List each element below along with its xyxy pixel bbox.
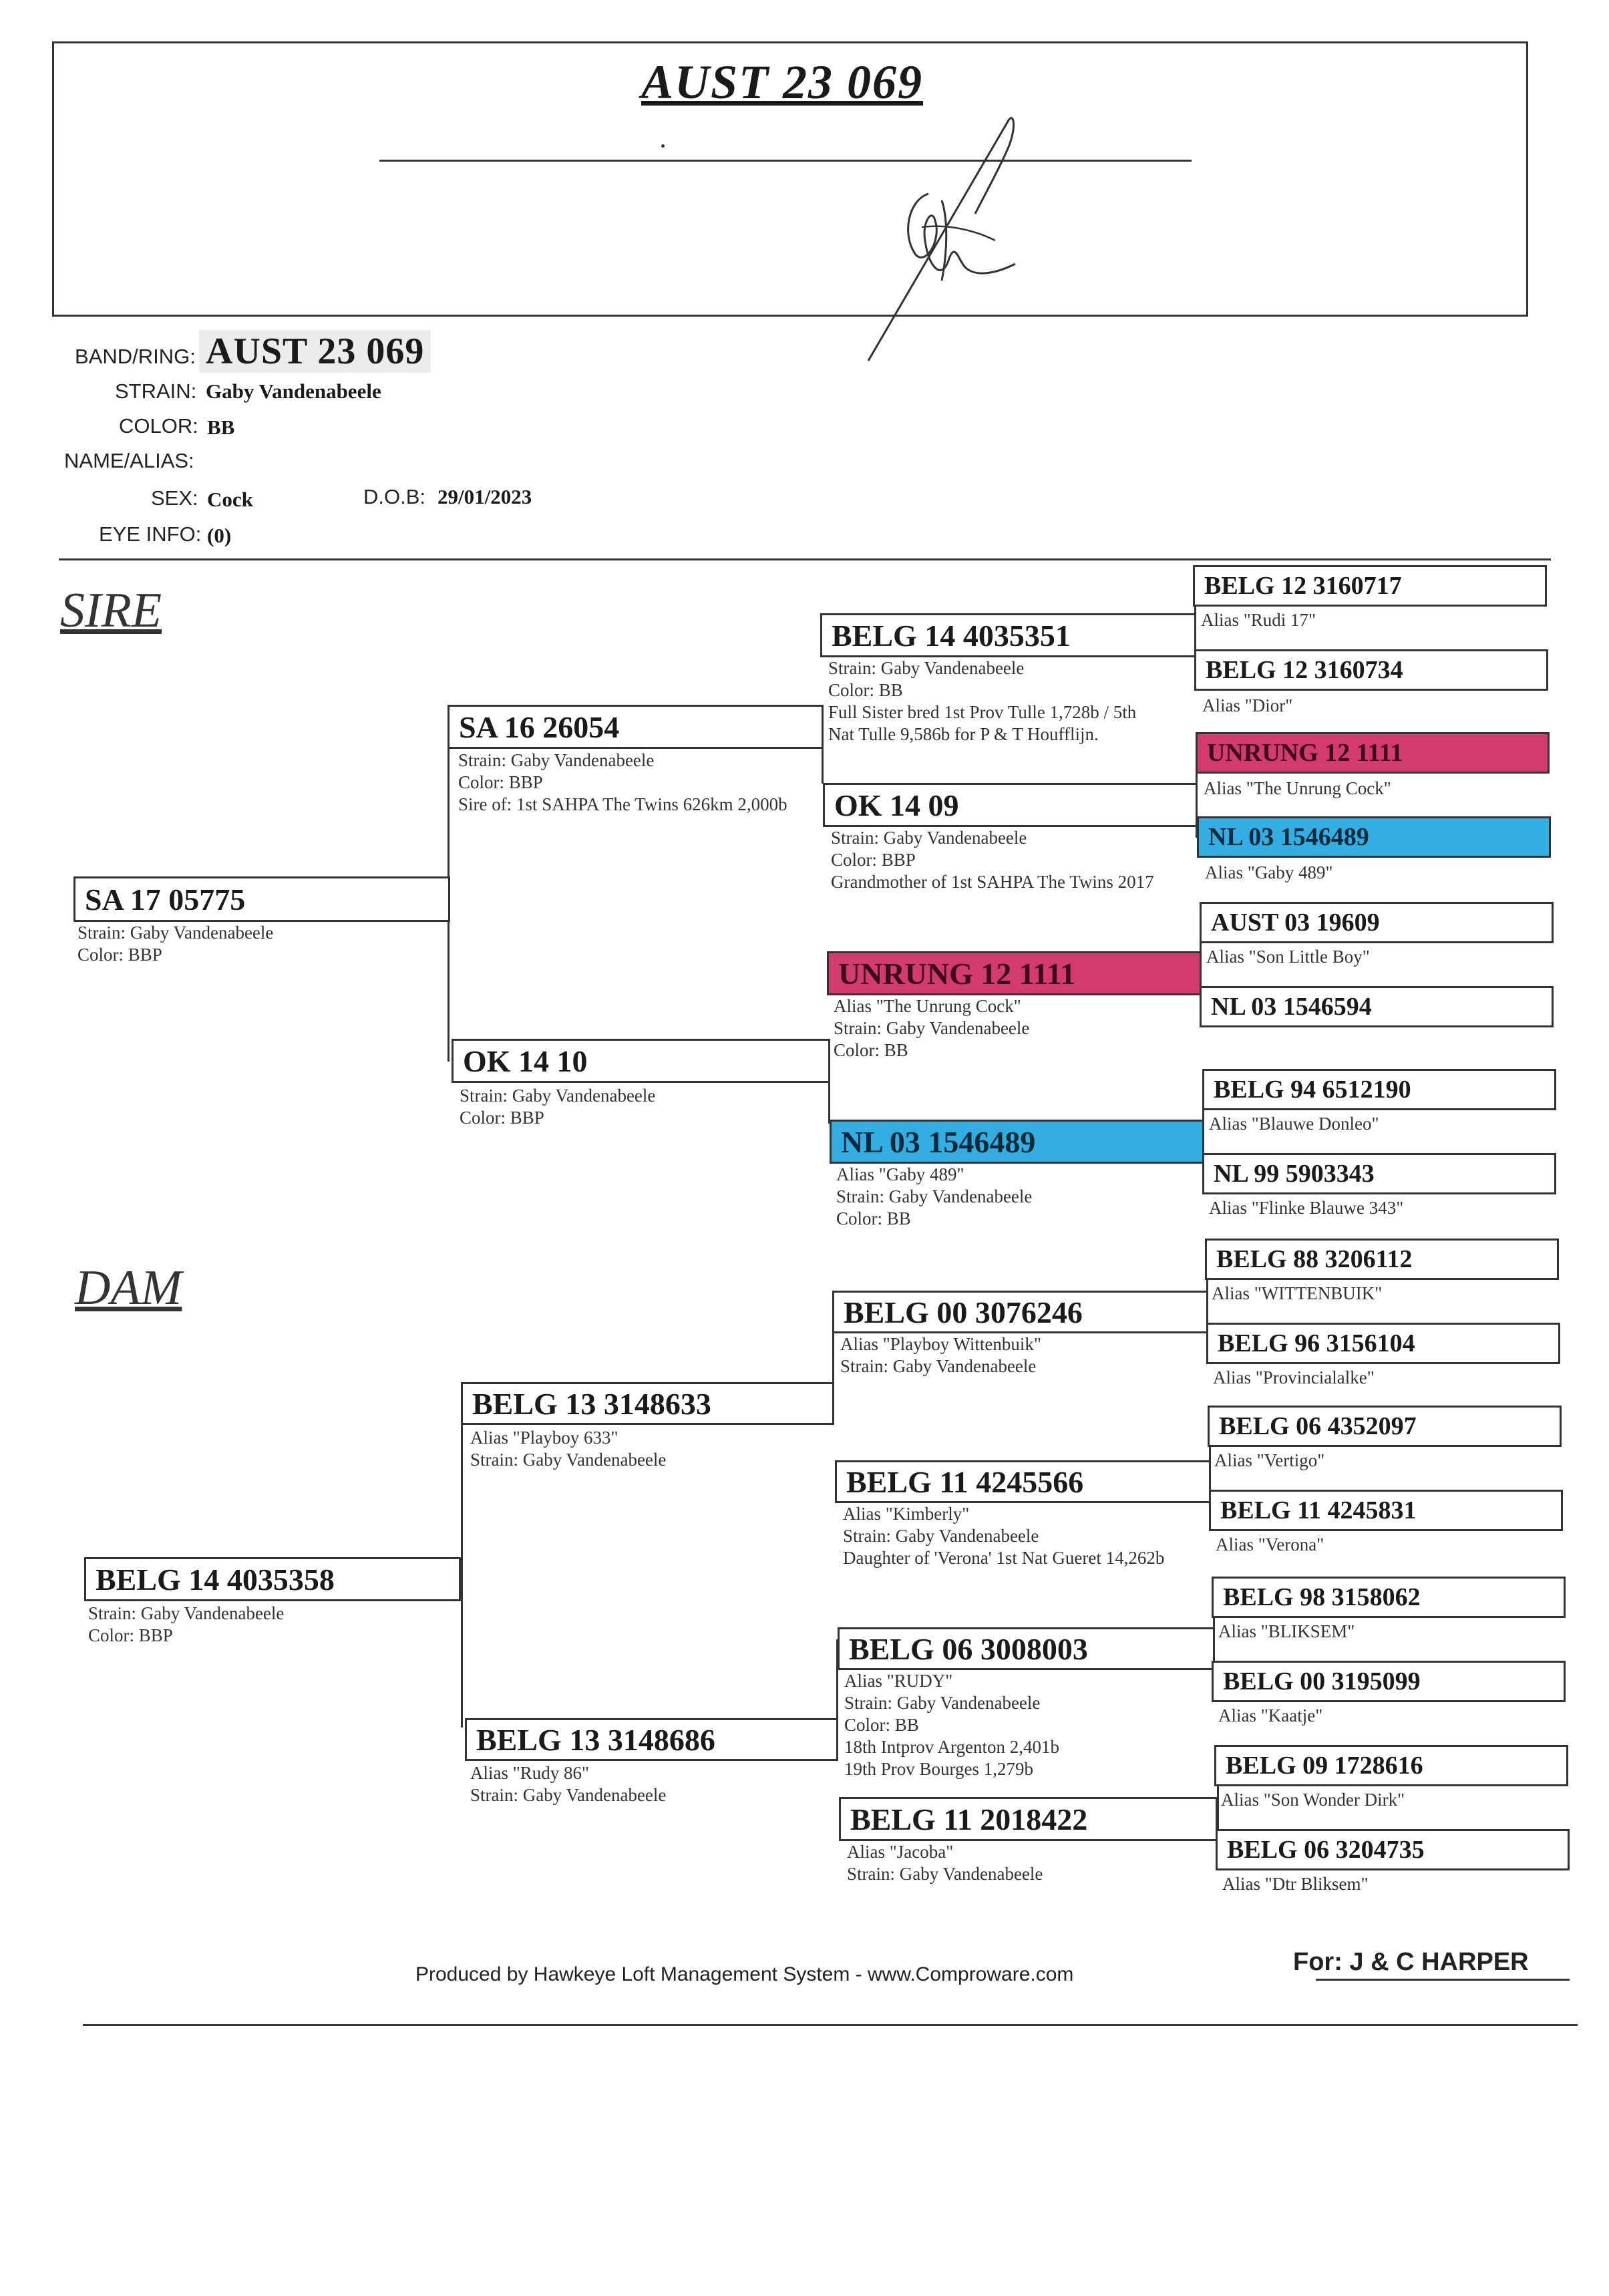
dam-dam-box: BELG 13 3148686 (465, 1718, 838, 1761)
sire-box: SA 17 05775 (73, 876, 450, 922)
sds-details: Alias "The Unrung Cock"Strain: Gaby Vand… (834, 996, 1030, 1060)
sdd-details: Alias "Gaby 489"Strain: Gaby Vandenabeel… (836, 1164, 1033, 1228)
g4-alias: Alias "Son Little Boy" (1206, 947, 1370, 967)
title-dot (661, 144, 665, 148)
signature-line (379, 160, 1192, 162)
dss-details: Alias "Playboy Wittenbuik"Strain: Gaby V… (840, 1334, 1041, 1376)
title-box (52, 41, 1528, 317)
connector-ds (832, 1301, 834, 1391)
sds-box: UNRUNG 12 1111 (827, 951, 1202, 995)
g4-box: NL 03 1546594 (1200, 986, 1554, 1027)
footer-divider (83, 2024, 1578, 2026)
g4-box: BELG 96 3156104 (1206, 1323, 1560, 1364)
strain-value: Gaby Vandenabeele (206, 379, 381, 403)
dss-box: BELG 00 3076246 (832, 1291, 1208, 1333)
dam-dam-details: Alias "Rudy 86"Strain: Gaby Vandenabeele (470, 1763, 667, 1805)
connector-dam (461, 1390, 463, 1728)
g4-alias: Alias "Kaatje" (1218, 1705, 1323, 1726)
sex-label: SEX: (151, 486, 198, 510)
connector-ss (822, 725, 824, 784)
sss-box: BELG 14 4035351 (820, 613, 1196, 657)
name-alias-label: NAME/ALIAS: (64, 449, 194, 472)
dob-value: 29/01/2023 (437, 485, 532, 508)
connector-ddd (1217, 1766, 1219, 1850)
header-divider (59, 558, 1551, 560)
ddd-details: Alias "Jacoba"Strain: Gaby Vandenabeele (847, 1842, 1043, 1884)
sex-value: Cock (207, 488, 253, 511)
sire-sire-box: SA 16 26054 (448, 705, 824, 749)
g4-alias: Alias "Gaby 489" (1205, 862, 1333, 882)
g4-alias: Alias "Vertigo" (1214, 1450, 1325, 1470)
produced-by-text: Produced by Hawkeye Loft Management Syst… (415, 1963, 1074, 1985)
dob-label: D.O.B: (363, 485, 426, 508)
g4-alias: Alias "Dior" (1202, 695, 1293, 715)
dam-box: BELG 14 4035358 (84, 1557, 461, 1601)
sire-heading: SIRE (60, 583, 162, 638)
eye-info-value: (0) (207, 524, 232, 547)
g4-box: BELG 12 3160717 (1193, 565, 1547, 607)
band-label: BAND/RING: (75, 345, 196, 368)
eye-info-label: EYE INFO: (99, 522, 202, 546)
g4-alias: Alias "BLIKSEM" (1218, 1621, 1355, 1641)
g4-box: BELG 94 6512190 (1202, 1069, 1556, 1110)
connector-sd (828, 1061, 830, 1124)
g4-box: BELG 00 3195099 (1212, 1661, 1566, 1702)
color-label: COLOR: (119, 414, 198, 438)
g4-alias: Alias "WITTENBUIK" (1212, 1283, 1383, 1303)
sire-dam-box: OK 14 10 (452, 1039, 830, 1083)
g4-box: BELG 06 4352097 (1208, 1406, 1562, 1447)
g4-alias: Alias "Dtr Bliksem" (1222, 1874, 1369, 1894)
g4-alias: Alias "Rudi 17" (1201, 610, 1316, 630)
g4-alias: Alias "Verona" (1216, 1534, 1324, 1554)
g4-alias: Alias "Flinke Blauwe 343" (1209, 1198, 1404, 1218)
g4-box: NL 99 5903343 (1202, 1153, 1556, 1194)
signature-mark (867, 117, 1016, 361)
g4-box: NL 03 1546489 (1197, 816, 1551, 858)
g4-box: BELG 98 3158062 (1212, 1577, 1566, 1618)
dam-heading: DAM (75, 1261, 182, 1315)
dam-sire-box: BELG 13 3148633 (461, 1382, 834, 1425)
color-value: BB (207, 416, 235, 439)
page-title: AUST 23 069 (641, 55, 924, 109)
dsd-box: BELG 11 4245566 (835, 1460, 1211, 1503)
dsd-details: Alias "Kimberly"Strain: Gaby Vandenabeel… (843, 1504, 1165, 1568)
ssd-box: OK 14 09 (823, 783, 1198, 827)
strain-label: STRAIN: (115, 379, 197, 403)
g4-box: BELG 09 1728616 (1214, 1745, 1568, 1786)
for-owner-text: For: J & C HARPER (1293, 1948, 1529, 1976)
dds-box: BELG 06 3008003 (838, 1627, 1215, 1670)
g4-alias: Alias "Son Wonder Dirk" (1221, 1790, 1405, 1810)
ddd-box: BELG 11 2018422 (839, 1797, 1218, 1841)
dam-sire-details: Alias "Playboy 633"Strain: Gaby Vandenab… (470, 1428, 667, 1470)
g4-box: BELG 88 3206112 (1205, 1239, 1559, 1280)
band-value: AUST 23 069 (199, 330, 431, 373)
g4-box: BELG 11 4245831 (1209, 1490, 1563, 1531)
g4-alias: Alias "Blauwe Donleo" (1209, 1114, 1379, 1134)
sdd-box: NL 03 1546489 (830, 1120, 1204, 1164)
connector-dd (836, 1639, 838, 1728)
g4-box: UNRUNG 12 1111 (1196, 732, 1550, 774)
g4-alias: Alias "The Unrung Cock" (1204, 778, 1391, 798)
g4-box: BELG 12 3160734 (1194, 649, 1548, 691)
g4-box: AUST 03 19609 (1200, 902, 1554, 943)
g4-alias: Alias "Provincialalke" (1213, 1367, 1375, 1387)
owner-underline (1316, 1979, 1570, 1981)
g4-box: BELG 06 3204735 (1216, 1829, 1570, 1870)
